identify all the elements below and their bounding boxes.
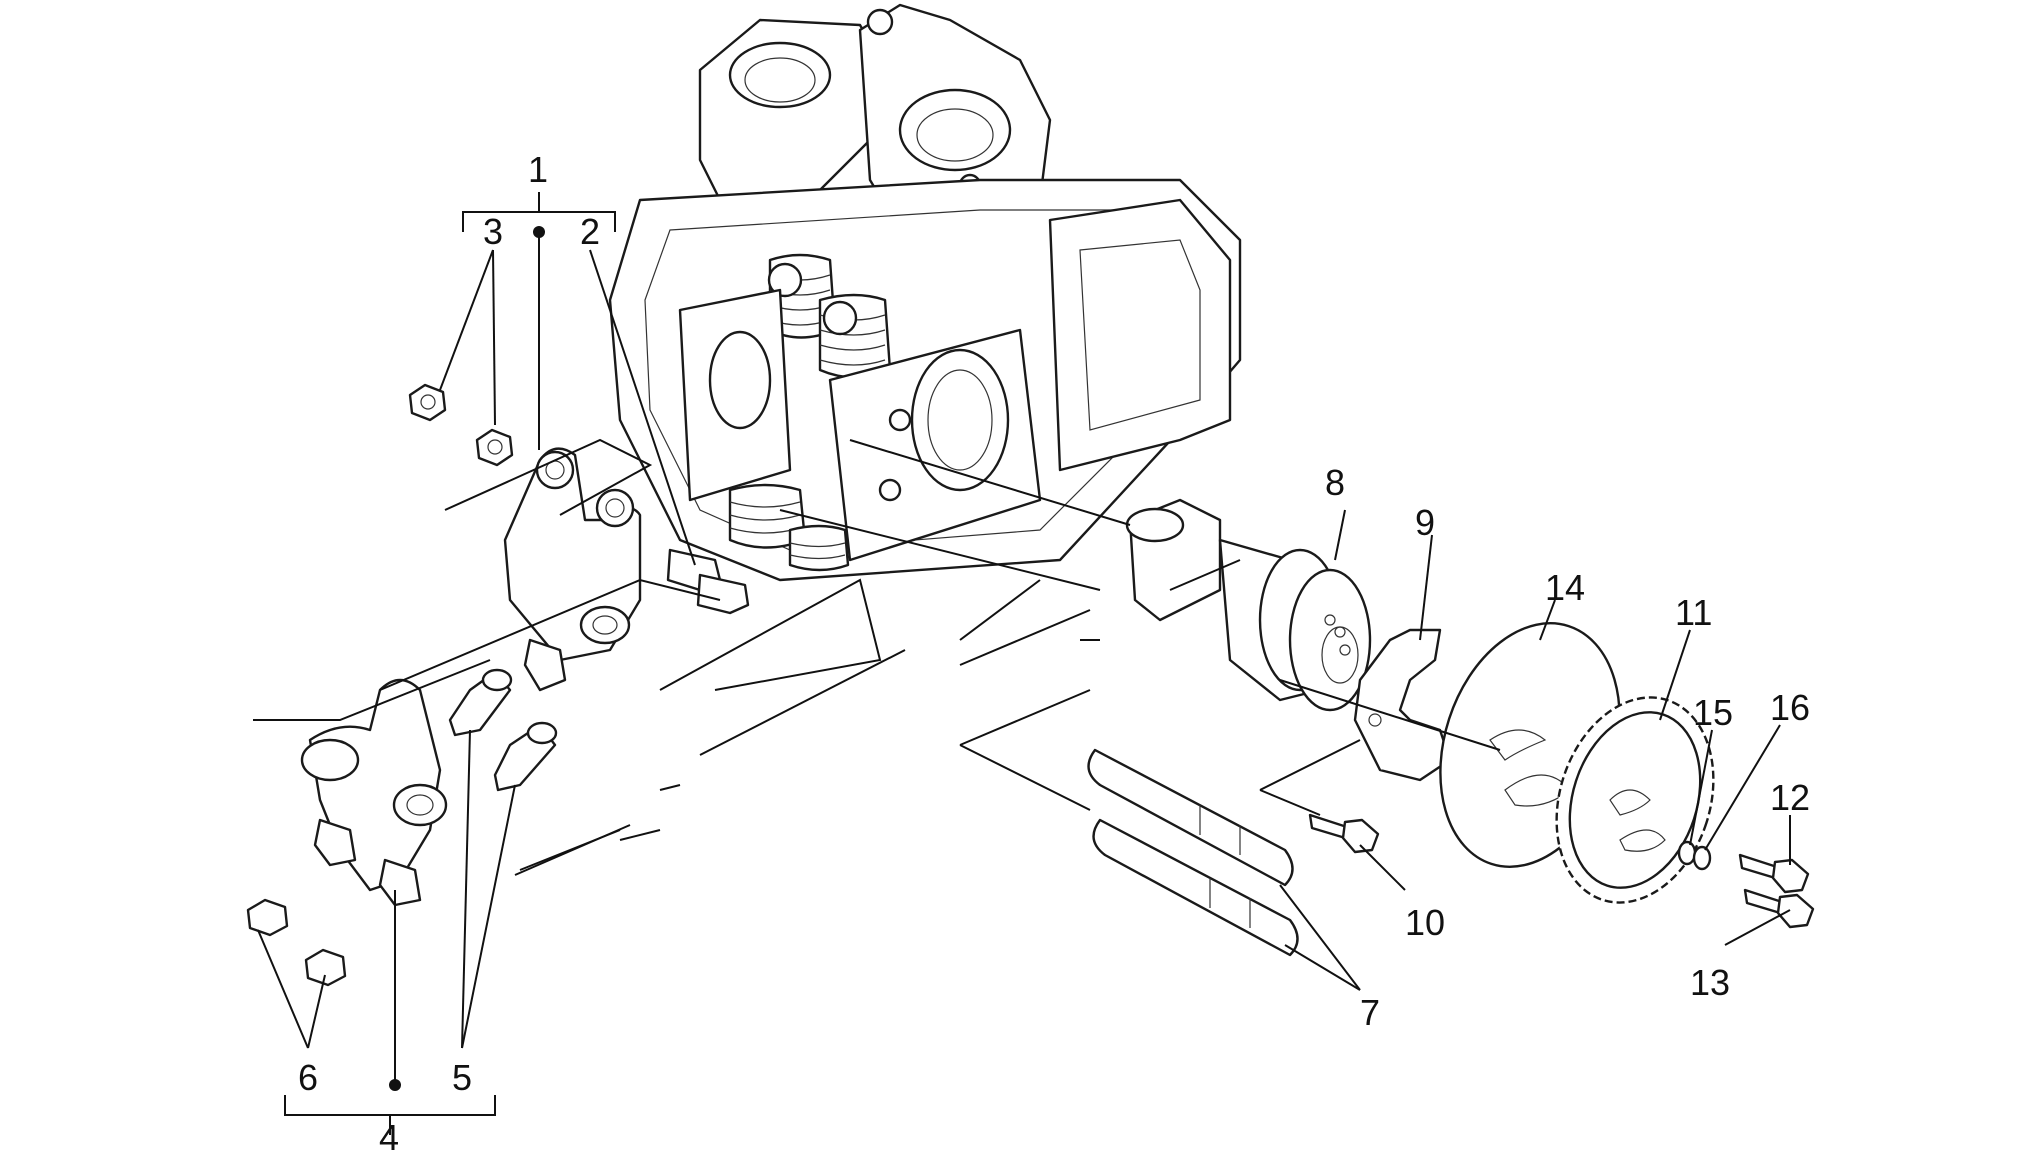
cylinder-head xyxy=(608,3,1242,582)
callout-12: 12 xyxy=(1770,777,1810,818)
callout-14: 14 xyxy=(1545,567,1585,608)
leader-lines xyxy=(253,192,1791,1135)
camshaft xyxy=(1125,498,1372,712)
valve-tappets xyxy=(666,548,750,615)
washers xyxy=(1677,840,1712,871)
callout-labels: 1 2 3 4 5 6 7 8 9 10 11 12 13 14 15 16 xyxy=(298,149,1810,1155)
callout-1: 1 xyxy=(528,149,548,190)
rocker-shafts xyxy=(1087,748,1299,957)
callout-4: 4 xyxy=(379,1117,399,1155)
valve-adjusters xyxy=(448,668,558,792)
callout-15: 15 xyxy=(1693,692,1733,733)
callout-8: 8 xyxy=(1325,462,1345,503)
callout-11: 11 xyxy=(1675,592,1712,633)
cam-retaining-plate xyxy=(1353,628,1452,782)
rocker-arm-lower xyxy=(300,678,448,907)
rocker-arm-upper xyxy=(503,447,642,692)
nuts xyxy=(246,383,514,987)
callout-5: 5 xyxy=(452,1057,472,1098)
callout-10: 10 xyxy=(1405,902,1445,943)
callout-6: 6 xyxy=(298,1057,318,1098)
callout-13: 13 xyxy=(1690,962,1730,1003)
timing-sprocket xyxy=(1555,696,1715,904)
callout-16: 16 xyxy=(1770,687,1810,728)
callout-3: 3 xyxy=(483,211,503,252)
bolts xyxy=(1308,813,1815,929)
callout-2: 2 xyxy=(580,211,600,252)
callout-9: 9 xyxy=(1415,502,1435,543)
callout-7: 7 xyxy=(1360,992,1380,1033)
